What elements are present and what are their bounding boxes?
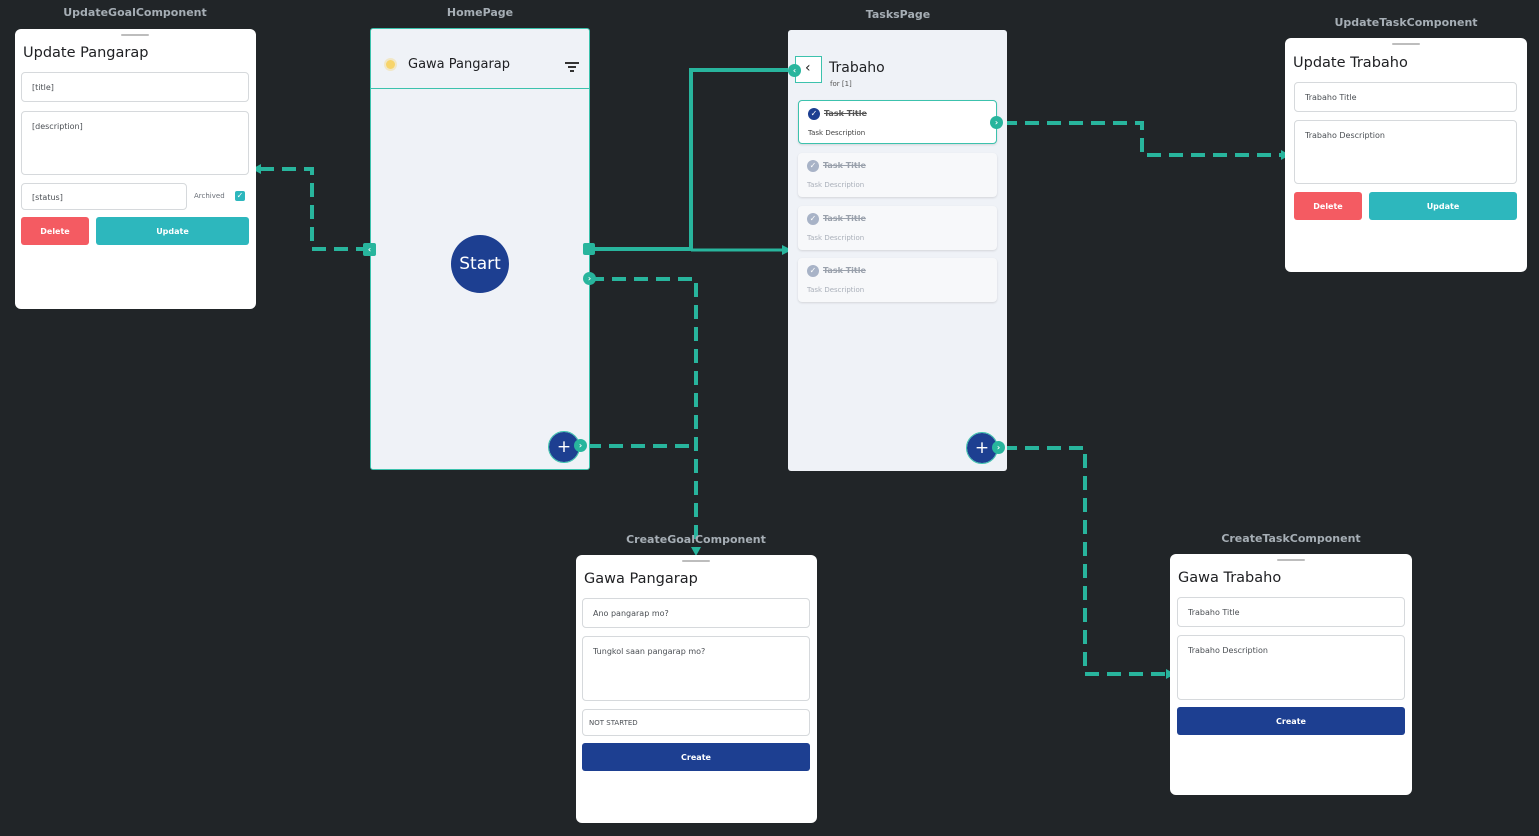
update-goal-title: Update Pangarap bbox=[23, 45, 149, 61]
goal-description-input[interactable]: Tungkol saan pangarap mo? bbox=[582, 636, 810, 701]
create-task-button[interactable]: Create bbox=[1177, 707, 1405, 735]
home-page-frame: Gawa Pangarap Start + bbox=[370, 28, 590, 470]
home-app-bar: Gawa Pangarap bbox=[371, 29, 589, 89]
create-task-title: Gawa Trabaho bbox=[1178, 570, 1282, 586]
chevron-left-icon: ‹ bbox=[805, 60, 811, 76]
tasks-page-frame: ‹ Trabaho for [1] ✓ Task Title Task Desc… bbox=[788, 30, 1007, 471]
frame-label-tasks: TasksPage bbox=[865, 8, 931, 21]
tasks-subtitle: for [1] bbox=[830, 80, 852, 88]
arrowhead-update-goal bbox=[252, 164, 261, 174]
start-button[interactable]: Start bbox=[451, 235, 509, 293]
task-description-input[interactable]: Trabaho Description bbox=[1177, 635, 1405, 700]
update-goal-button[interactable]: Update bbox=[96, 217, 249, 245]
tasks-add-fab[interactable]: + bbox=[966, 432, 998, 464]
drag-handle[interactable] bbox=[121, 34, 149, 36]
task-title: Task Title bbox=[823, 266, 866, 275]
task-description: Task Description bbox=[808, 129, 866, 137]
task-description: Task Description bbox=[807, 181, 865, 189]
home-app-title: Gawa Pangarap bbox=[408, 57, 511, 72]
task-card[interactable]: ✓ Task Title Task Description bbox=[798, 153, 997, 197]
create-task-frame: Gawa Trabaho Trabaho Title Trabaho Descr… bbox=[1170, 554, 1412, 795]
archived-checkbox[interactable]: ✓ bbox=[235, 191, 245, 201]
tasks-fab-connector[interactable]: › bbox=[992, 441, 1005, 454]
task-title: Task Title bbox=[824, 109, 867, 118]
goal-status-field[interactable]: [status] bbox=[21, 183, 187, 210]
connector-home-to-update-goal bbox=[258, 167, 370, 251]
task-title-input[interactable]: Trabaho Title bbox=[1177, 597, 1405, 627]
home-fab-connector[interactable]: › bbox=[574, 439, 587, 452]
create-goal-frame: Gawa Pangarap Ano pangarap mo? Tungkol s… bbox=[576, 555, 817, 823]
update-task-button[interactable]: Update bbox=[1369, 192, 1517, 220]
create-goal-button[interactable]: Create bbox=[582, 743, 810, 771]
drag-handle[interactable] bbox=[682, 560, 710, 562]
arrowhead-tasks bbox=[782, 245, 792, 255]
task-card-connector[interactable]: › bbox=[990, 116, 1003, 129]
tasks-title: Trabaho bbox=[829, 60, 885, 76]
connector-home-to-tasks bbox=[590, 68, 794, 251]
frame-label-update-task: UpdateTaskComponent bbox=[1334, 16, 1478, 29]
task-card[interactable]: ✓ Task Title Task Description bbox=[798, 100, 997, 144]
frame-label-create-goal: CreateGoalComponent bbox=[626, 533, 766, 546]
connector-task-to-update-task bbox=[1003, 121, 1285, 157]
create-goal-title: Gawa Pangarap bbox=[584, 571, 698, 587]
check-icon[interactable]: ✓ bbox=[808, 108, 820, 120]
archived-label: Archived bbox=[194, 192, 225, 200]
task-card[interactable]: ✓ Task Title Task Description bbox=[798, 206, 997, 250]
frame-label-create-task: CreateTaskComponent bbox=[1221, 532, 1361, 545]
task-description: Task Description bbox=[807, 234, 865, 242]
frame-label-update-goal: UpdateGoalComponent bbox=[63, 6, 207, 19]
sun-icon bbox=[386, 60, 395, 69]
goal-title-field[interactable]: [title] bbox=[21, 72, 249, 102]
update-task-title: Update Trabaho bbox=[1293, 55, 1408, 71]
frame-label-home: HomePage bbox=[446, 6, 514, 19]
filter-icon[interactable] bbox=[565, 62, 579, 72]
task-card[interactable]: ✓ Task Title Task Description bbox=[798, 258, 997, 302]
home-connector-left[interactable]: ‹ bbox=[363, 243, 376, 256]
check-icon[interactable]: ✓ bbox=[807, 213, 819, 225]
task-description-field[interactable]: Trabaho Description bbox=[1294, 120, 1517, 184]
connector-task-fab-to-create-task bbox=[1003, 446, 1170, 676]
drag-handle[interactable] bbox=[1277, 559, 1305, 561]
task-title-field[interactable]: Trabaho Title bbox=[1294, 82, 1517, 112]
update-goal-frame: Update Pangarap [title] [description] [s… bbox=[15, 29, 256, 309]
delete-goal-button[interactable]: Delete bbox=[21, 217, 89, 245]
goal-status-select[interactable]: NOT STARTED bbox=[582, 709, 810, 736]
task-title: Task Title bbox=[823, 214, 866, 223]
check-icon[interactable]: ✓ bbox=[807, 160, 819, 172]
delete-task-button[interactable]: Delete bbox=[1294, 192, 1362, 220]
update-task-frame: Update Trabaho Trabaho Title Trabaho Des… bbox=[1285, 38, 1527, 272]
tasks-back-connector[interactable]: ‹ bbox=[788, 64, 801, 77]
home-connector-right[interactable] bbox=[583, 243, 595, 255]
arrowhead-create-goal bbox=[691, 547, 701, 556]
task-description: Task Description bbox=[807, 286, 865, 294]
connector-home-to-create-goal bbox=[590, 277, 698, 550]
goal-title-input[interactable]: Ano pangarap mo? bbox=[582, 598, 810, 628]
drag-handle[interactable] bbox=[1392, 43, 1420, 45]
check-icon[interactable]: ✓ bbox=[807, 265, 819, 277]
home-connector-dot[interactable]: › bbox=[583, 272, 596, 285]
goal-description-field[interactable]: [description] bbox=[21, 111, 249, 175]
task-title: Task Title bbox=[823, 161, 866, 170]
